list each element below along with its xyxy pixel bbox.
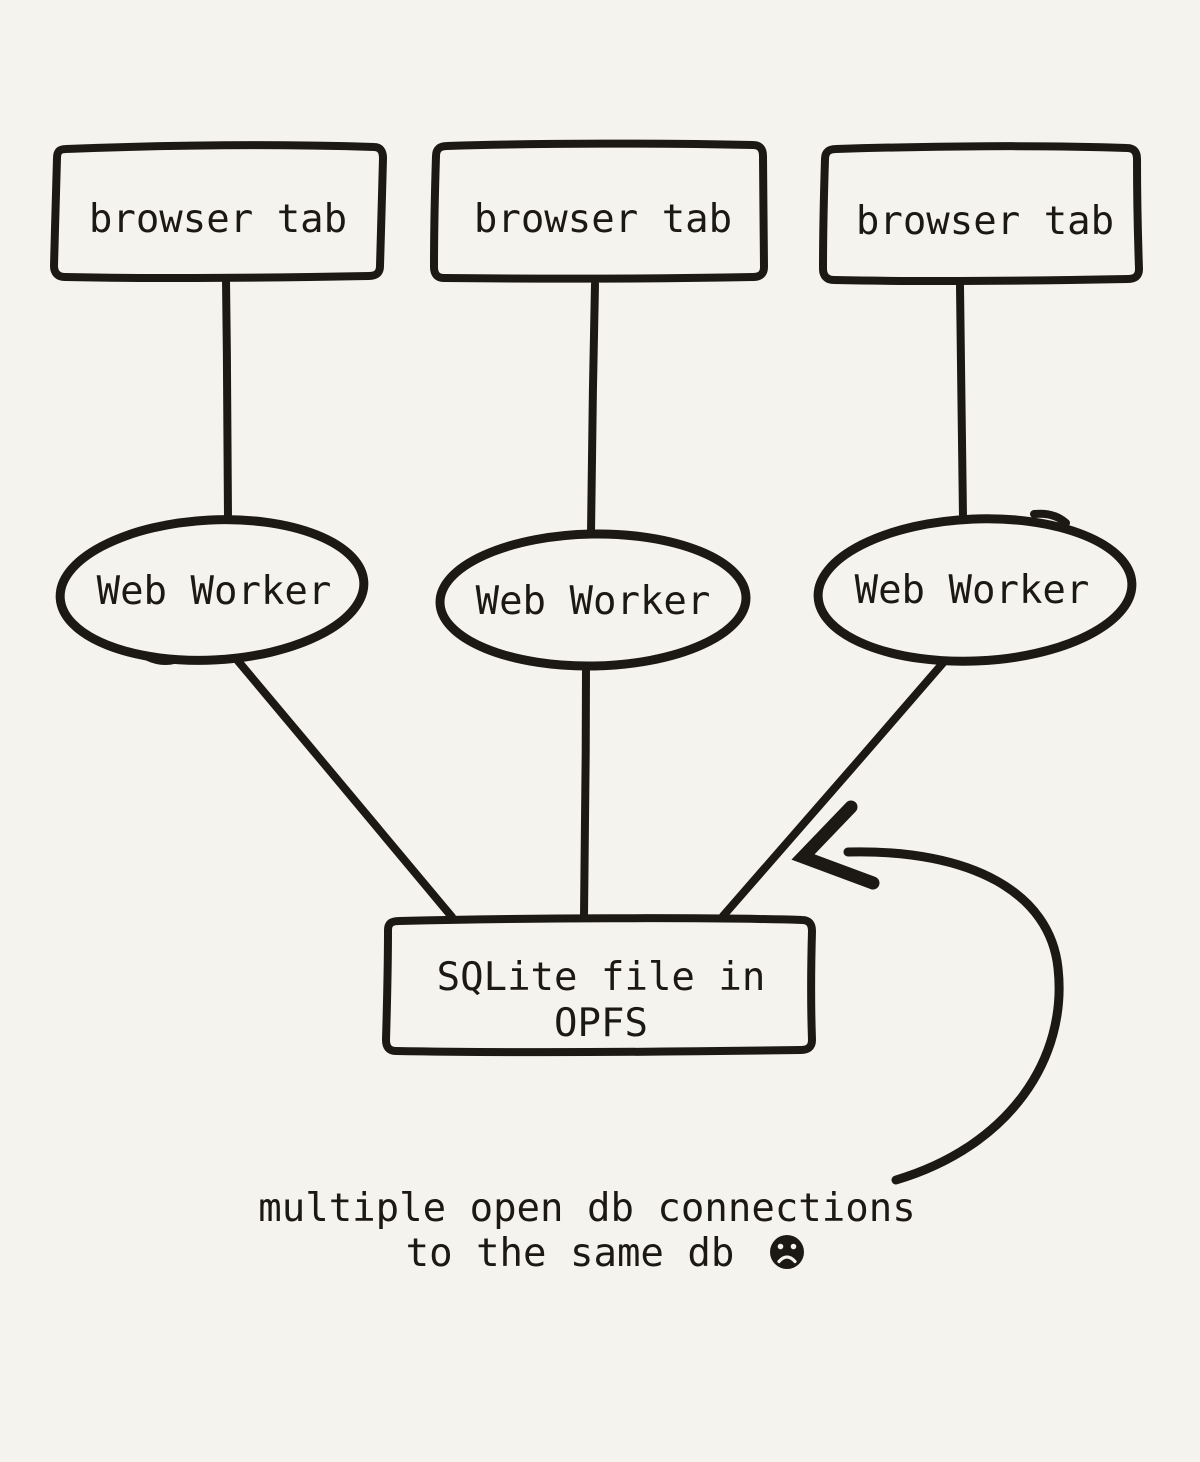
web-worker-2-ellipse xyxy=(435,529,751,671)
pen-overlap-stroke xyxy=(1030,509,1070,527)
browser-tab-2-box xyxy=(430,139,768,283)
annotation-arrow-head xyxy=(791,800,880,890)
browser-tab-2-label: browser tab xyxy=(474,197,732,242)
connector-worker1-sqlite xyxy=(234,657,456,921)
connector-worker2-sqlite xyxy=(580,663,590,920)
browser-tab-1-label: browser tab xyxy=(89,197,347,242)
web-worker-2-label: Web Worker xyxy=(476,579,711,624)
connector-tab3-worker3 xyxy=(956,282,967,522)
connector-tab2-worker2 xyxy=(587,280,599,537)
browser-tab-3-label: browser tab xyxy=(856,199,1114,244)
browser-tab-1-box xyxy=(50,141,387,283)
sqlite-label-line1: SQLite file in xyxy=(437,955,766,1000)
annotation-line2: to the same db xyxy=(406,1231,735,1276)
connector-worker3-sqlite xyxy=(719,659,947,920)
web-worker-1-ellipse xyxy=(55,515,369,665)
sqlite-box xyxy=(382,914,816,1057)
web-worker-3-label: Web Worker xyxy=(855,568,1090,613)
web-worker-3-ellipse xyxy=(813,514,1137,666)
connector-tab1-worker1 xyxy=(222,276,232,522)
frowning-face-icon xyxy=(770,1235,804,1269)
sqlite-label-line2: OPFS xyxy=(554,1001,648,1046)
annotation-line1: multiple open db connections xyxy=(258,1186,915,1231)
pen-overlap-stroke xyxy=(144,653,178,665)
web-worker-1-label: Web Worker xyxy=(97,569,332,614)
annotation-arrow xyxy=(843,847,1064,1185)
browser-tab-3-box xyxy=(819,142,1143,286)
